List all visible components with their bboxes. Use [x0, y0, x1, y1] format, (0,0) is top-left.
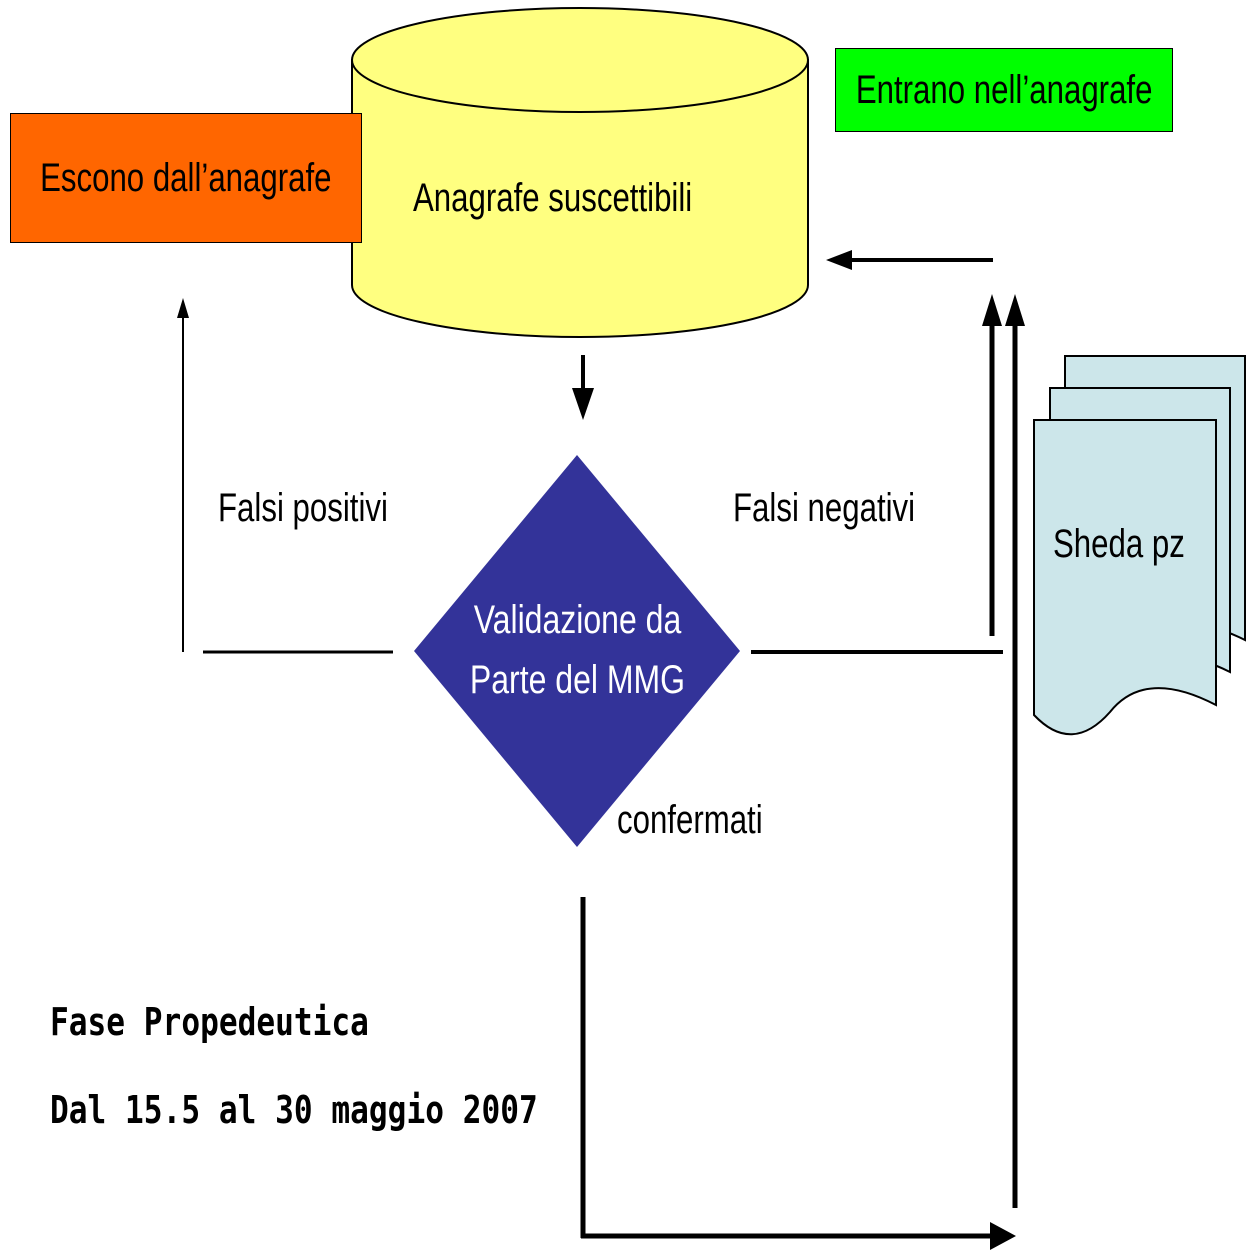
decision-diamond	[414, 455, 740, 847]
false-negative-label: Falsi negativi	[733, 486, 916, 530]
confirmed-path	[580, 294, 1025, 1250]
registry-cylinder	[351, 7, 809, 338]
enter-registry-box: Entrano nell’anagrafe	[835, 48, 1173, 132]
exit-registry-label: Escono dall’anagrafe	[40, 155, 332, 200]
false-negative-path	[751, 294, 1003, 654]
patient-sheet-label: Sheda pz	[1053, 522, 1185, 566]
registry-label: Anagrafe suscettibili	[413, 176, 693, 220]
false-positive-path	[177, 298, 393, 654]
phase-note: Fase Propedeutica	[50, 1000, 369, 1044]
return-to-registry-arrow	[826, 250, 993, 270]
patient-sheet-stack	[1033, 355, 1246, 736]
confirmed-label: confermati	[617, 798, 763, 842]
dates-note: Dal 15.5 al 30 maggio 2007	[50, 1088, 538, 1132]
false-positive-label: Falsi positivi	[218, 486, 388, 530]
exit-registry-box: Escono dall’anagrafe	[10, 113, 362, 243]
validation-label-line1: Validazione da	[473, 598, 681, 642]
validation-label-line2: Parte del MMG	[469, 658, 685, 702]
enter-registry-label: Entrano nell’anagrafe	[855, 67, 1153, 112]
registry-to-validation-arrow	[572, 355, 594, 420]
validation-label: Validazione da Parte del MMG	[414, 590, 740, 710]
